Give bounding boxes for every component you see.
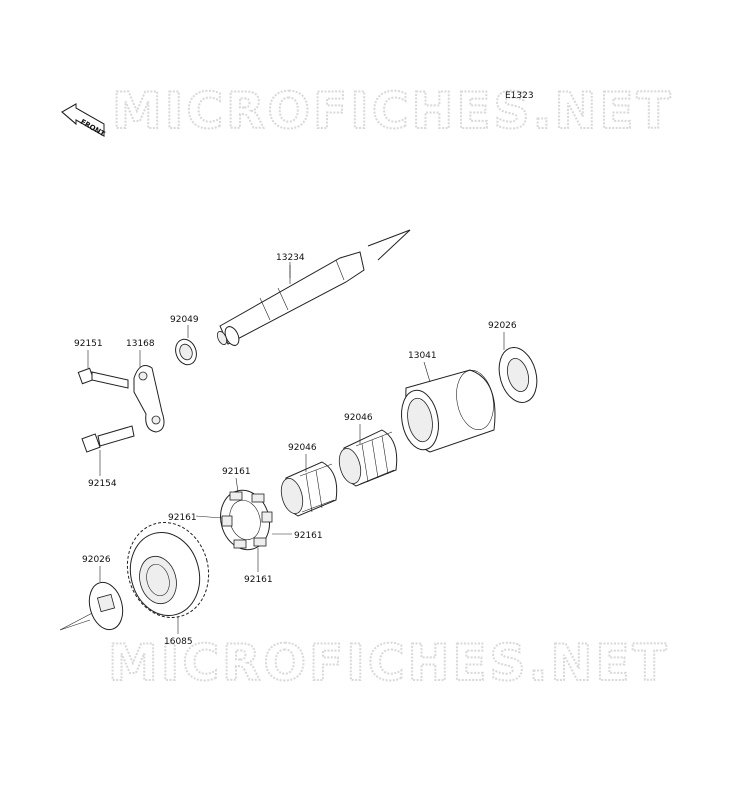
washer-92026-top [498,347,538,403]
bolt-92151 [77,367,129,389]
label-13234: 13234 [276,253,305,263]
diagram-code: E1323 [505,91,534,101]
label-92161-right: 92161 [294,531,323,541]
label-92161-left: 92161 [168,513,197,523]
label-92161-top: 92161 [222,467,251,477]
hub-13041 [401,369,496,453]
label-92046-b: 92046 [288,443,317,453]
label-92151: 92151 [74,339,103,349]
label-13041: 13041 [408,351,437,361]
seal-92049 [175,338,197,366]
label-16085: 16085 [164,637,193,647]
label-92026-bottom: 92026 [82,555,111,565]
label-92154: 92154 [88,479,117,489]
label-92046-a: 92046 [344,413,373,423]
label-13168: 13168 [126,339,155,349]
axis-line-top [367,229,411,247]
label-92026-top: 92026 [488,321,517,331]
label-92049: 92049 [170,315,199,325]
damper-ring-92161 [220,489,273,551]
shaft-13234 [216,251,365,346]
watermark-top: MICROFICHES.NET [112,82,674,140]
front-arrow-icon: FRONT [61,103,106,138]
needle-bearing-92046-b [280,461,338,517]
label-92161-bottom: 92161 [244,575,273,585]
bolt-92154 [81,425,135,453]
needle-bearing-92046-a [338,429,398,487]
lever-13168 [133,365,165,433]
watermark-bottom: MICROFICHES.NET [108,634,670,692]
gear-16085 [126,521,210,619]
washer-92026-bottom [88,581,124,631]
